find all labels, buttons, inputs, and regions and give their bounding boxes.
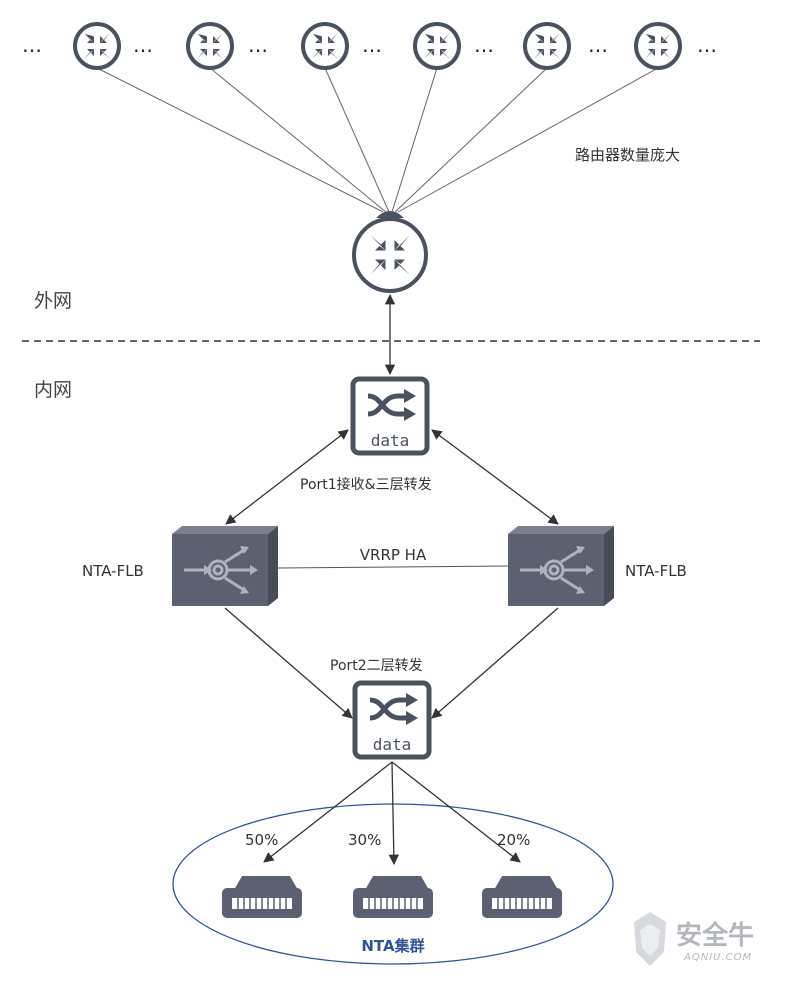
vrrp-label: VRRP HA: [360, 546, 427, 564]
dist-percent-3: 20%: [497, 831, 530, 849]
ellipsis-2: …: [133, 33, 155, 57]
dist-arrow-3: [391, 761, 521, 863]
nta-server-2: [352, 875, 434, 919]
port2-label: Port2二层转发: [330, 658, 423, 674]
link-switch-flb-right: [431, 429, 559, 525]
port1-label: Port1接收&三层转发: [300, 476, 432, 493]
ellipsis-7: …: [697, 33, 719, 57]
dist-arrow-2: [388, 761, 400, 866]
ellipsis-3: …: [248, 33, 270, 57]
watermark-logo: 安全牛 AQNIU.COM: [634, 912, 754, 966]
nta-server-1: [221, 875, 303, 919]
ellipsis-5: …: [474, 33, 496, 57]
internal-net-label: 内网: [34, 379, 72, 401]
flb-left-label: NTA-FLB: [82, 562, 144, 580]
switch-bottom-text: data: [373, 735, 412, 754]
link-flb-right-switch: [431, 607, 559, 719]
dist-percent-2: 30%: [348, 831, 381, 849]
dist-percent-1: 50%: [245, 831, 278, 849]
link-flb-left-switch: [224, 607, 353, 719]
router-icon-5: [523, 22, 571, 70]
flb-right-label: NTA-FLB: [625, 562, 687, 580]
ellipsis-4: …: [362, 33, 384, 57]
dist-arrow-1: [263, 761, 393, 863]
router-icon-3: [301, 22, 349, 70]
external-net-label: 外网: [34, 290, 72, 312]
core-router-icon: [352, 217, 428, 293]
router-icon-4: [413, 22, 461, 70]
flb-device-left: [170, 524, 280, 608]
watermark-domain: AQNIU.COM: [683, 952, 752, 963]
ellipsis-6: …: [588, 33, 610, 57]
ellipsis-1: …: [22, 33, 44, 57]
flb-device-right: [506, 524, 616, 608]
nta-server-3: [481, 875, 563, 919]
core-router-cap: [376, 211, 404, 218]
router-icon-1: [73, 22, 121, 70]
router-icon-6: [634, 22, 682, 70]
routers-many-label: 路由器数量庞大: [575, 146, 680, 164]
cluster-label: NTA集群: [361, 937, 424, 955]
link-switch-flb-left: [225, 429, 349, 525]
vrrp-link: [277, 565, 509, 569]
switch-top-text: data: [371, 431, 410, 450]
watermark-name: 安全牛: [676, 920, 754, 951]
router-icon-2: [186, 22, 234, 70]
router-fan-lines: [96, 67, 659, 213]
